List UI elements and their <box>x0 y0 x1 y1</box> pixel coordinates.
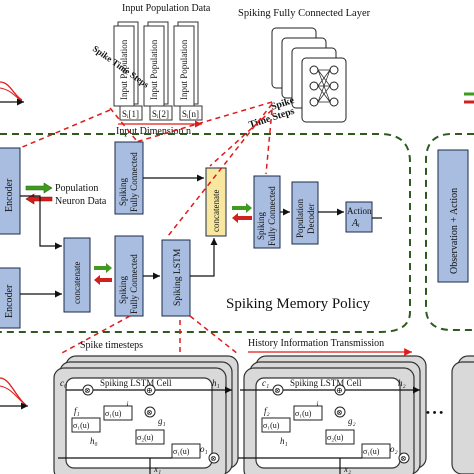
right-policy-region <box>425 133 474 331</box>
svg-text:i₂: i₂ <box>316 400 322 410</box>
svg-text:g₁: g₁ <box>158 416 166 426</box>
svg-text:c₁: c₁ <box>262 378 269 388</box>
input-population-label-3: Input Population <box>179 39 189 100</box>
svg-text:σ₁(u): σ₁(u) <box>263 421 280 430</box>
svg-text:⊗: ⊗ <box>400 454 407 463</box>
svg-text:Observation + Action: Observation + Action <box>449 188 460 274</box>
svg-text:g₂: g₂ <box>348 416 356 426</box>
svg-text:⊗: ⊗ <box>274 386 281 395</box>
svg-text:i₁: i₁ <box>126 400 132 410</box>
input-population-stack: Input Population Input Population Input … <box>113 21 203 128</box>
svg-text:Aᵢ: Aᵢ <box>351 218 360 229</box>
svg-text:f₁: f₁ <box>74 406 80 416</box>
svg-text:Spiking LSTM Cell: Spiking LSTM Cell <box>290 378 362 388</box>
sfc-layer-title: Spiking Fully Connected Layer <box>238 8 371 19</box>
svg-text:σ₁(u): σ₁(u) <box>173 447 190 456</box>
input-population-label-1: Input Population <box>119 39 129 100</box>
svg-text:Decoder: Decoder <box>306 204 316 234</box>
s1-label: Sᵢ[1] <box>122 109 139 119</box>
svg-text:σ₁(u): σ₁(u) <box>363 447 380 456</box>
concatenate-bottom: concatenate <box>63 237 91 313</box>
svg-text:⊗: ⊗ <box>210 454 217 463</box>
sfc3-box: Spiking Fully Connected <box>114 235 144 317</box>
svg-text:h₂: h₂ <box>398 378 406 388</box>
left-spike-curves <box>0 81 28 410</box>
svg-text:σ₂(u): σ₂(u) <box>137 433 154 442</box>
spiking-memory-policy-region <box>0 133 411 333</box>
lstm-cell-3-partial <box>451 355 474 474</box>
svg-text:σ₂(u): σ₂(u) <box>327 433 344 442</box>
svg-text:x₁: x₁ <box>153 464 161 474</box>
spike-timesteps-label: Spike timesteps <box>80 340 143 351</box>
population-decoder-box: Population Decoder <box>291 181 319 245</box>
svg-text:concatenate: concatenate <box>72 262 82 304</box>
input-dimension-label: Input Dimension n <box>116 126 191 137</box>
action-box: Action Aᵢ <box>345 201 373 233</box>
sfc1-label-b: Fully Connected <box>129 152 139 212</box>
lstm-cell-2: Spiking LSTM Cell c₁ h₂ ⊗ ⊕ f₂ i₂ ⊗ g₂ σ… <box>238 355 427 474</box>
svg-text:⊕: ⊕ <box>146 386 153 395</box>
concatenate-top: concatenate <box>205 167 227 237</box>
svg-text:h₁: h₁ <box>212 378 220 388</box>
svg-text:Spiking LSTM Cell: Spiking LSTM Cell <box>100 378 172 388</box>
svg-text:Action: Action <box>347 206 372 216</box>
svg-text:⊗: ⊗ <box>84 386 91 395</box>
svg-text:⊗: ⊗ <box>146 408 153 417</box>
continuation-dots: • • • <box>426 407 443 419</box>
svg-text:⊕: ⊕ <box>336 386 343 395</box>
svg-text:f₂: f₂ <box>264 406 270 416</box>
policy-title: Spiking Memory Policy <box>226 296 371 312</box>
svg-text:o₁: o₁ <box>200 444 208 454</box>
input-population-label-2: Input Population <box>149 39 159 100</box>
svg-text:⊗: ⊗ <box>336 408 343 417</box>
s2-label: Sᵢ[2] <box>152 109 169 119</box>
sfc1-box: Spiking Fully Connected <box>114 141 144 215</box>
sn-label: Sᵢ[n] <box>182 109 199 119</box>
observation-action-box: Observation + Action <box>437 149 469 283</box>
svg-text:σ₁(u): σ₁(u) <box>295 409 312 418</box>
svg-text:Fully Connected: Fully Connected <box>129 254 139 314</box>
svg-text:Spiking: Spiking <box>118 275 128 304</box>
svg-text:σ₁(u): σ₁(u) <box>73 421 90 430</box>
svg-text:h₀: h₀ <box>90 436 98 446</box>
svg-text:c₀: c₀ <box>60 378 67 388</box>
population-label: Population <box>55 183 98 194</box>
history-transmission-label: History Information Transmission <box>248 338 384 349</box>
encoder-top: Encoder <box>0 147 21 235</box>
svg-text:Encoder: Encoder <box>4 284 15 318</box>
sfc2-box: Spiking Fully Connected <box>253 175 281 249</box>
encoder-bottom: Encoder <box>0 267 21 329</box>
svg-text:Spiking: Spiking <box>256 211 266 240</box>
spiking-lstm-box: Spiking LSTM <box>161 239 191 317</box>
sfc-layer-stack <box>271 27 347 123</box>
svg-text:σ₁(u): σ₁(u) <box>105 409 122 418</box>
lstm-cell-1: Spiking LSTM Cell c₀ h₁ ⊗ ⊕ f₁ i₁ ⊗ g₁ σ… <box>53 355 239 474</box>
svg-text:o₂: o₂ <box>390 444 398 454</box>
sfc1-label-a: Spiking <box>118 177 128 206</box>
svg-text:Encoder: Encoder <box>4 178 15 212</box>
input-population-title: Input Population Data <box>122 3 211 14</box>
svg-text:h₁: h₁ <box>280 436 288 446</box>
svg-text:Spiking LSTM: Spiking LSTM <box>173 248 183 306</box>
svg-text:x₂: x₂ <box>343 464 351 474</box>
svg-text:Population: Population <box>295 198 305 238</box>
red-dashed-links <box>19 101 273 355</box>
svg-text:concatenate: concatenate <box>211 190 221 232</box>
neuron-data-label: Neuron Data <box>55 196 107 207</box>
svg-text:Fully Connected: Fully Connected <box>267 186 277 246</box>
